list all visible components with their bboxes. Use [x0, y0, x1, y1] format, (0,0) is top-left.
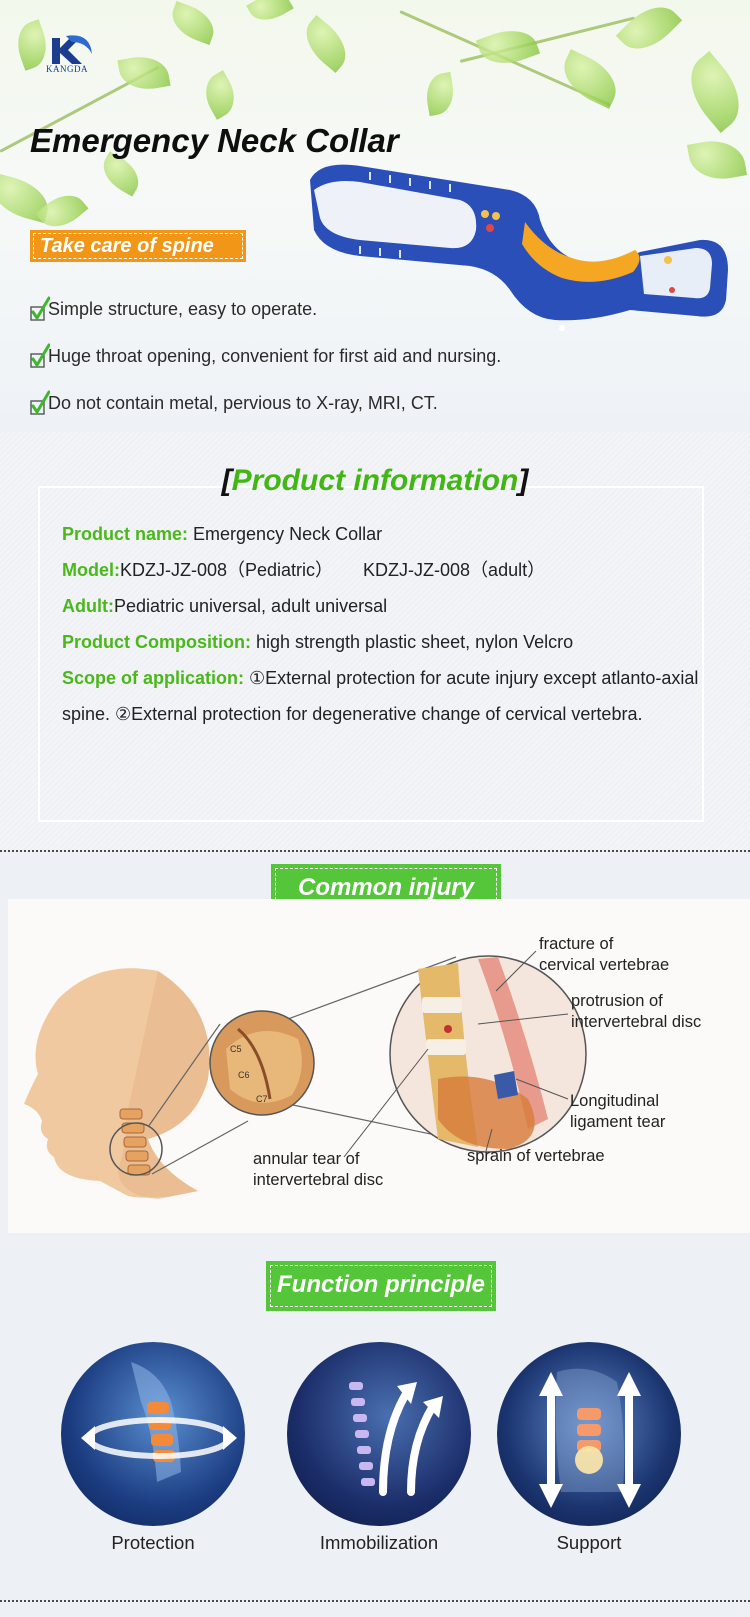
composition-value: high strength plastic sheet, nylon Velcr…	[250, 632, 574, 652]
protrusion-label: protrusion of intervertebral disc	[571, 991, 701, 1033]
protection-label: Protection	[111, 1532, 195, 1553]
annular-label-line: annular tear of	[253, 1150, 360, 1168]
spine-care-tag-label: Take care of spine	[33, 233, 243, 259]
leaf-decoration	[35, 185, 89, 237]
immobilization-image	[287, 1342, 471, 1526]
feature-list: Simple structure, easy to operate. Huge …	[30, 292, 501, 432]
immobilization-label: Immobilization	[319, 1532, 439, 1553]
product-information-body: Product name: Emergency Neck Collar Mode…	[62, 516, 702, 732]
feature-item: Simple structure, easy to operate.	[30, 292, 501, 339]
leaf-decoration	[475, 21, 541, 73]
feature-item: Huge throat opening, convenient for firs…	[30, 339, 501, 386]
composition-row: Product Composition: high strength plast…	[62, 624, 702, 660]
leaf-decoration	[295, 15, 357, 73]
support-label: Support	[556, 1532, 622, 1553]
protrusion-label-line: intervertebral disc	[571, 1013, 702, 1031]
leaf-decoration	[675, 51, 750, 133]
fracture-label: fracture of cervical vertebrae	[539, 934, 669, 976]
checkbox-check-icon	[30, 296, 50, 321]
fracture-label-line: fracture of	[539, 935, 614, 953]
leaf-decoration	[422, 71, 458, 117]
section-divider	[0, 1600, 750, 1602]
adult-row: Adult:Pediatric universal, adult univers…	[62, 588, 702, 624]
section-divider	[0, 850, 750, 852]
scope-label: Scope of application:	[62, 668, 245, 688]
product-information-frame	[38, 486, 704, 822]
adult-label: Adult:	[62, 596, 114, 616]
product-name-label: Product name:	[62, 524, 189, 544]
common-injury-heading-label: Common injury	[275, 868, 497, 910]
hero-section: KANGDA Emergency Neck Collar Take care o…	[0, 0, 750, 432]
product-information-heading: [Product information]	[0, 464, 750, 498]
scope-row: Scope of application: ①External protecti…	[62, 660, 702, 732]
leaf-decoration	[554, 49, 626, 109]
scope-value: ①External protection for acute injury ex…	[62, 668, 699, 724]
product-name-value: Emergency Neck Collar	[188, 524, 383, 544]
neck-collar-image	[310, 164, 728, 331]
support-image	[497, 1342, 681, 1526]
checkbox-check-icon	[30, 343, 50, 368]
leaf-decoration	[166, 1, 220, 45]
feature-text: Simple structure, easy to operate.	[48, 299, 318, 319]
kangda-logo-icon	[52, 35, 92, 64]
leaf-decoration	[117, 52, 171, 94]
feature-text: Do not contain metal, pervious to X-ray,…	[48, 393, 438, 413]
product-name-row: Product name: Emergency Neck Collar	[62, 516, 702, 552]
vertebra-label-c7: C7	[256, 1094, 268, 1104]
vertebra-label-c6: C6	[238, 1070, 250, 1080]
common-injury-diagram: C5 C6 C7 fracture of cervical vertebrae p…	[8, 899, 750, 1233]
adult-value: Pediatric universal, adult universal	[113, 596, 388, 616]
injury-illustration: C5 C6 C7	[24, 950, 587, 1199]
protrusion-label-line: protrusion of	[571, 992, 663, 1010]
model-label: Model:	[62, 560, 120, 580]
sprain-label: sprain of vertebrae	[467, 1146, 605, 1167]
sprain-label-line: sprain of vertebrae	[467, 1147, 605, 1165]
ligament-tear-label: Longitudinal ligament tear	[570, 1091, 665, 1133]
annular-tear-label: annular tear of intervertebral disc	[253, 1149, 383, 1191]
vertebra-label-c5: C5	[230, 1044, 242, 1054]
bracket-close: ]	[518, 464, 529, 497]
checkbox-check-icon	[30, 390, 50, 415]
logo-text: KANGDA	[46, 64, 88, 74]
ligament-label-line: ligament tear	[570, 1113, 666, 1131]
model-row: Model:KDZJ-JZ-008（Pediatric） KDZJ-JZ-008（…	[62, 552, 702, 588]
model-value-adult: KDZJ-JZ-008（adult）	[363, 560, 546, 580]
product-information-title: Product information	[231, 464, 519, 497]
feature-item: Do not contain metal, pervious to X-ray,…	[30, 386, 501, 432]
product-information-section: [Product information] Product name: Emer…	[0, 432, 750, 850]
bracket-open: [	[221, 464, 232, 497]
function-principle-heading: Function principle	[266, 1261, 496, 1311]
spine-care-tag: Take care of spine	[30, 230, 246, 262]
leaf-decoration	[246, 0, 294, 29]
model-value-pediatric: KDZJ-JZ-008（Pediatric）	[120, 560, 334, 580]
feature-text: Huge throat opening, convenient for firs…	[48, 346, 502, 366]
function-principle-heading-label: Function principle	[270, 1265, 492, 1307]
leaf-decoration	[197, 70, 243, 120]
fracture-label-line: cervical vertebrae	[539, 956, 670, 974]
annular-label-line: intervertebral disc	[253, 1171, 384, 1189]
protection-image	[61, 1342, 245, 1526]
leaf-decoration	[615, 0, 683, 62]
page-title: Emergency Neck Collar	[30, 122, 399, 159]
composition-label: Product Composition:	[62, 632, 251, 652]
ligament-label-line: Longitudinal	[570, 1092, 659, 1110]
